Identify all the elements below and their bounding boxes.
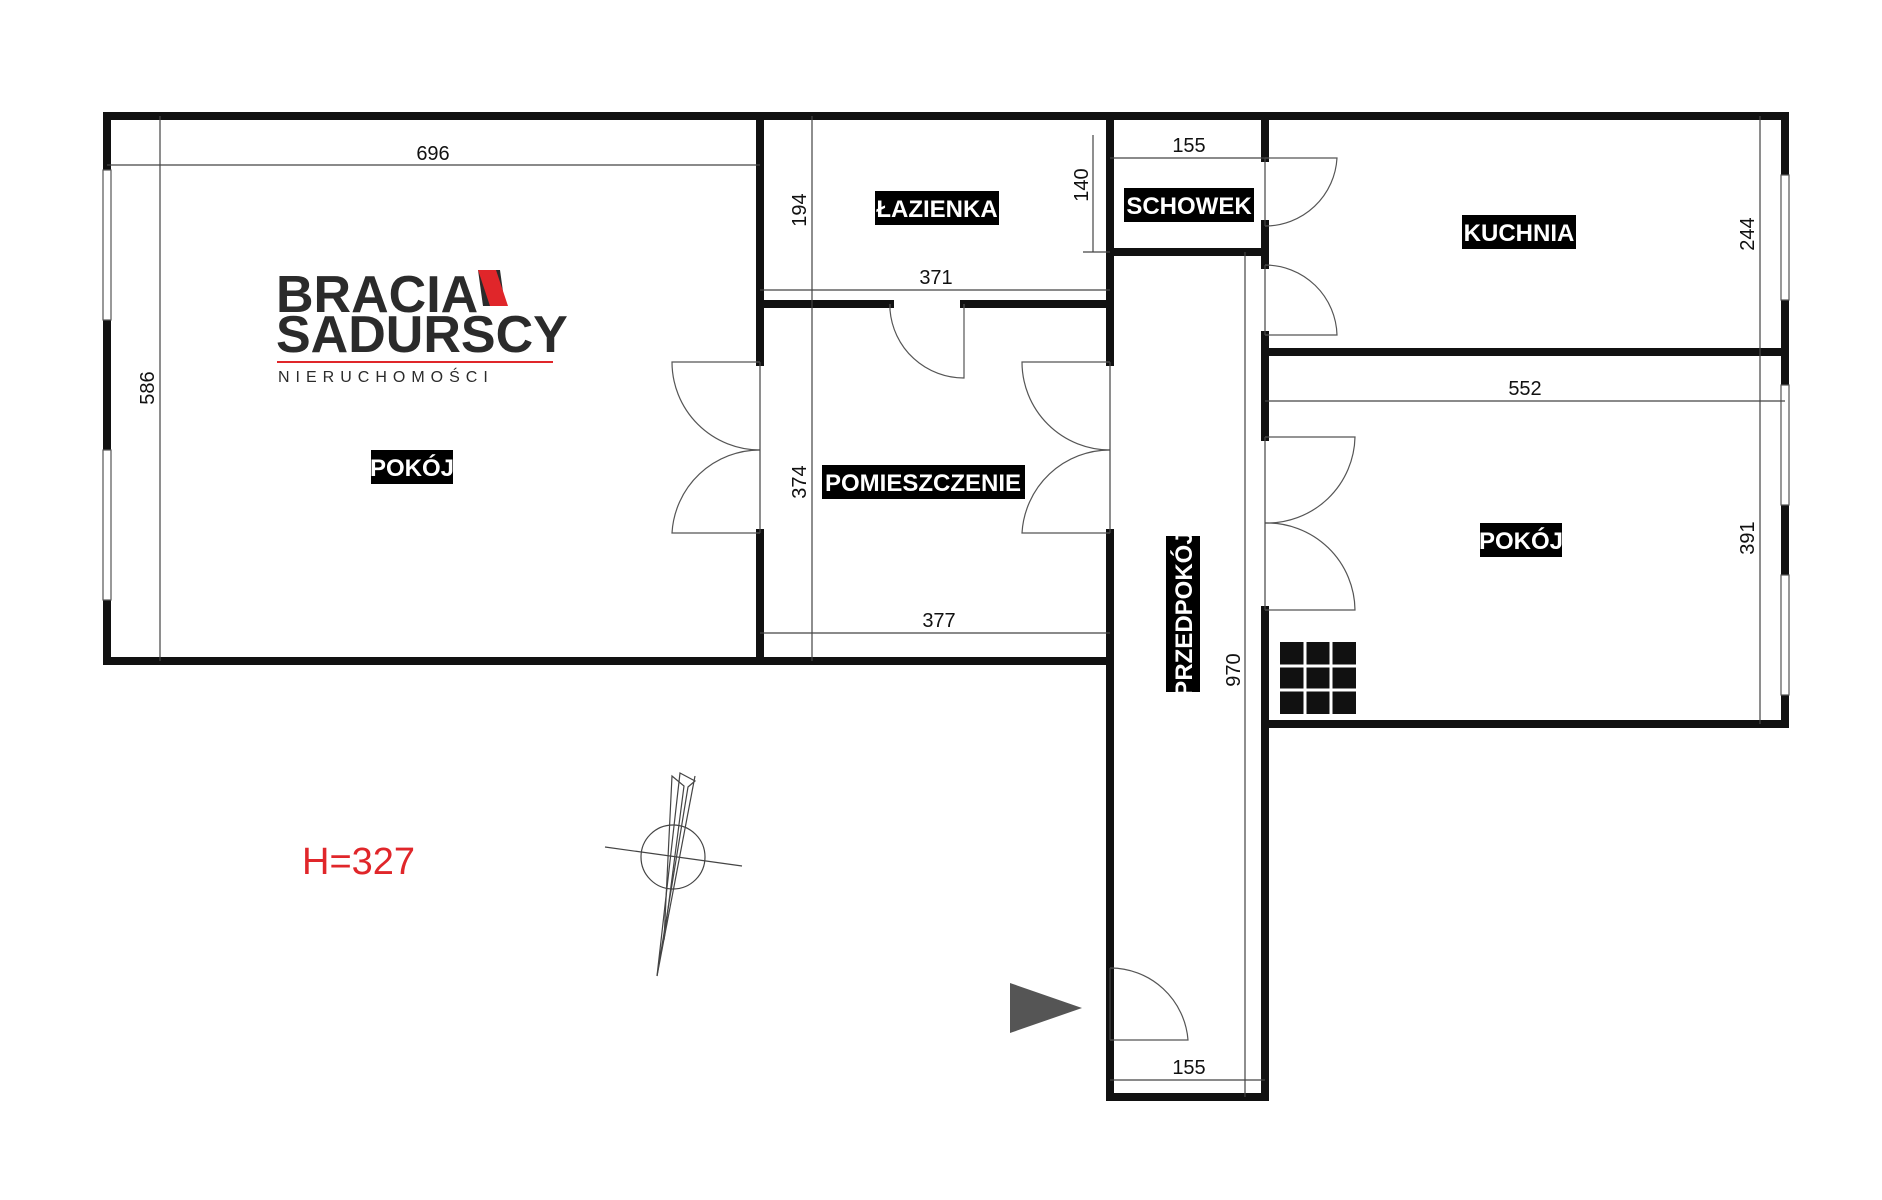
walls: [103, 112, 1789, 1101]
dim-pokoj-left-width: 696: [416, 143, 449, 165]
window-pokoj-right-lower: [1780, 574, 1790, 696]
dim-lazienka-width: 371: [919, 267, 952, 289]
dim-pomieszczenie-width: 377: [922, 610, 955, 632]
north-arrow-icon: [604, 772, 743, 977]
svg-text:POKÓJ: POKÓJ: [1479, 527, 1563, 555]
dim-pokoj-right-width: 552: [1508, 378, 1541, 400]
ceiling-height-label: H=327: [302, 841, 415, 883]
svg-text:PRZEDPOKÓJ: PRZEDPOKÓJ: [1170, 531, 1198, 696]
stove-grid-icon: [1280, 642, 1356, 714]
company-logo: BRACIA SADURSCY NIERUCHOMOŚCI: [276, 266, 568, 386]
door-lazienka: [889, 304, 965, 379]
window-left-lower: [102, 449, 112, 601]
window-pokoj-right-upper: [1780, 384, 1790, 506]
doors: [671, 157, 1356, 1041]
door-kuchnia: [1264, 264, 1338, 336]
room-label-lazienka: ŁAZIENKA: [875, 191, 999, 225]
dimension-labels: 696 586 194 371 140 155 244 552 391 374 …: [137, 135, 1759, 1079]
door-pokoj-right-lower: [1264, 522, 1356, 611]
room-label-kuchnia: KUCHNIA: [1462, 215, 1576, 249]
dim-pokoj-right-height: 391: [1737, 521, 1759, 554]
svg-text:POMIESZCZENIE: POMIESZCZENIE: [825, 470, 1021, 497]
svg-text:KUCHNIA: KUCHNIA: [1464, 220, 1575, 247]
room-label-przedpokoj: PRZEDPOKÓJ: [1166, 531, 1200, 697]
door-entrance: [1109, 967, 1189, 1041]
logo-line3: NIERUCHOMOŚCI: [278, 367, 494, 386]
room-label-pokoj-right: POKÓJ: [1479, 523, 1563, 557]
room-label-schowek: SCHOWEK: [1124, 188, 1254, 222]
room-labels: POKÓJ ŁAZIENKA SCHOWEK KUCHNIA POMIESZCZ…: [370, 188, 1576, 697]
dim-przedpokoj-width: 155: [1172, 1057, 1205, 1079]
dim-pomieszczenie-height: 374: [789, 465, 811, 498]
svg-text:SCHOWEK: SCHOWEK: [1126, 193, 1252, 220]
dim-pokoj-left-height: 586: [137, 371, 159, 404]
door-pomieszczenie-upper: [1021, 361, 1111, 451]
door-pokoj-right-upper: [1264, 436, 1356, 524]
dim-lazienka-height: 194: [789, 193, 811, 226]
dim-schowek-width: 155: [1172, 135, 1205, 157]
window-kuchnia: [1780, 174, 1790, 301]
entrance-triangle-icon: [1010, 983, 1082, 1033]
dimension-lines: [107, 116, 1785, 1097]
door-pomieszczenie-lower: [1021, 449, 1111, 534]
door-left-room-lower: [671, 449, 761, 534]
logo-line2: SADURSCY: [276, 306, 568, 364]
window-left-upper: [102, 169, 112, 321]
room-label-pokoj-left: POKÓJ: [370, 450, 454, 484]
door-left-room-upper: [671, 361, 761, 451]
windows: [102, 169, 1790, 696]
dim-lazienka-inner: 140: [1071, 168, 1093, 201]
dim-przedpokoj-length: 970: [1223, 653, 1245, 686]
room-label-pomieszczenie: POMIESZCZENIE: [822, 465, 1025, 499]
door-schowek: [1264, 157, 1338, 227]
dim-kuchnia-height: 244: [1737, 217, 1759, 250]
logo-line1: BRACIA: [276, 266, 478, 324]
logo-red-accent: [478, 270, 508, 306]
svg-text:POKÓJ: POKÓJ: [370, 454, 454, 482]
svg-text:ŁAZIENKA: ŁAZIENKA: [876, 196, 997, 223]
